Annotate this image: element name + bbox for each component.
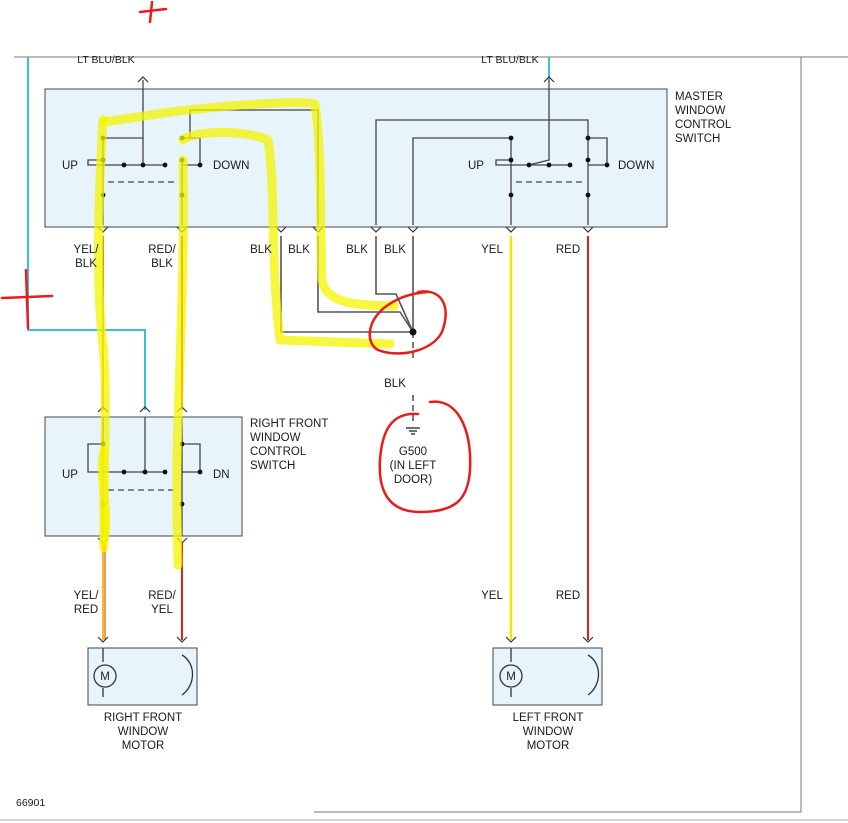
wire-yel-red-1: YEL/ xyxy=(74,590,100,602)
lf-motor-label-1: LEFT FRONT xyxy=(513,712,584,724)
ground-wire-label: BLK xyxy=(384,378,406,390)
wire-blk-3: BLK xyxy=(346,244,368,256)
top-wire-label-right: LT BLU/BLK xyxy=(481,54,538,66)
ground-name: G500 xyxy=(399,446,427,458)
rf-switch-dn: DN xyxy=(213,469,230,481)
splice-dot xyxy=(409,328,417,336)
lf-motor-label-3: MOTOR xyxy=(527,740,570,752)
master-left-down: DOWN xyxy=(213,160,249,172)
right-front-motor-box xyxy=(87,647,198,706)
lf-motor-symbol: M xyxy=(506,671,516,683)
rf-motor-label-3: MOTOR xyxy=(122,740,165,752)
ground-location-1: (IN LEFT xyxy=(390,460,437,472)
wire-blk-4: BLK xyxy=(384,244,406,256)
wire-red-yel-2: YEL xyxy=(151,604,173,616)
master-title-1: MASTER xyxy=(675,91,723,103)
blk-wires xyxy=(280,236,414,425)
wire-red-yel-1: RED/ xyxy=(148,590,176,602)
wire-red-bottom: RED xyxy=(556,590,580,602)
wire-yel-red-2: RED xyxy=(74,604,98,616)
master-title-2: WINDOW xyxy=(675,105,726,117)
wire-blk-1: BLK xyxy=(250,244,272,256)
rf-switch-title-3: CONTROL xyxy=(250,446,307,458)
wire-red-blk-1: RED/ xyxy=(148,244,176,256)
wire-red-top: RED xyxy=(556,244,580,256)
rf-switch-title-1: RIGHT FRONT xyxy=(250,418,328,430)
master-title-3: CONTROL xyxy=(675,119,732,131)
rf-motor-label-2: WINDOW xyxy=(118,726,169,738)
rf-switch-up: UP xyxy=(62,469,78,481)
master-right-internals xyxy=(375,80,608,225)
ground-icon xyxy=(406,427,420,435)
wire-blk-2: BLK xyxy=(288,244,310,256)
wire-yel-top: YEL xyxy=(481,244,503,256)
rf-switch-title-2: WINDOW xyxy=(250,432,301,444)
master-switch-box xyxy=(44,88,668,228)
master-right-up: UP xyxy=(468,160,484,172)
wire-red-blk-2: BLK xyxy=(151,258,173,270)
rf-motor-symbol: M xyxy=(100,671,110,683)
wire-yel-blk-1: YEL/ xyxy=(74,244,100,256)
wire-yel-bottom: YEL xyxy=(481,590,503,602)
highlighter-marks xyxy=(93,98,399,570)
master-left-up: UP xyxy=(62,160,78,172)
red-annotations xyxy=(0,0,472,514)
wire-yel-blk-2: BLK xyxy=(75,258,97,270)
ground-location-2: DOOR) xyxy=(394,474,433,486)
rf-switch-title-4: SWITCH xyxy=(250,460,295,472)
master-title-4: SWITCH xyxy=(675,133,720,145)
lf-motor-label-2: WINDOW xyxy=(523,726,574,738)
master-right-down: DOWN xyxy=(618,160,654,172)
right-front-switch-box xyxy=(44,416,243,537)
top-wire-label-left: LT BLU/BLK xyxy=(77,54,134,66)
motor-symbols xyxy=(93,648,600,697)
rf-motor-label-1: RIGHT FRONT xyxy=(104,712,182,724)
figure-number: 66901 xyxy=(16,797,45,809)
